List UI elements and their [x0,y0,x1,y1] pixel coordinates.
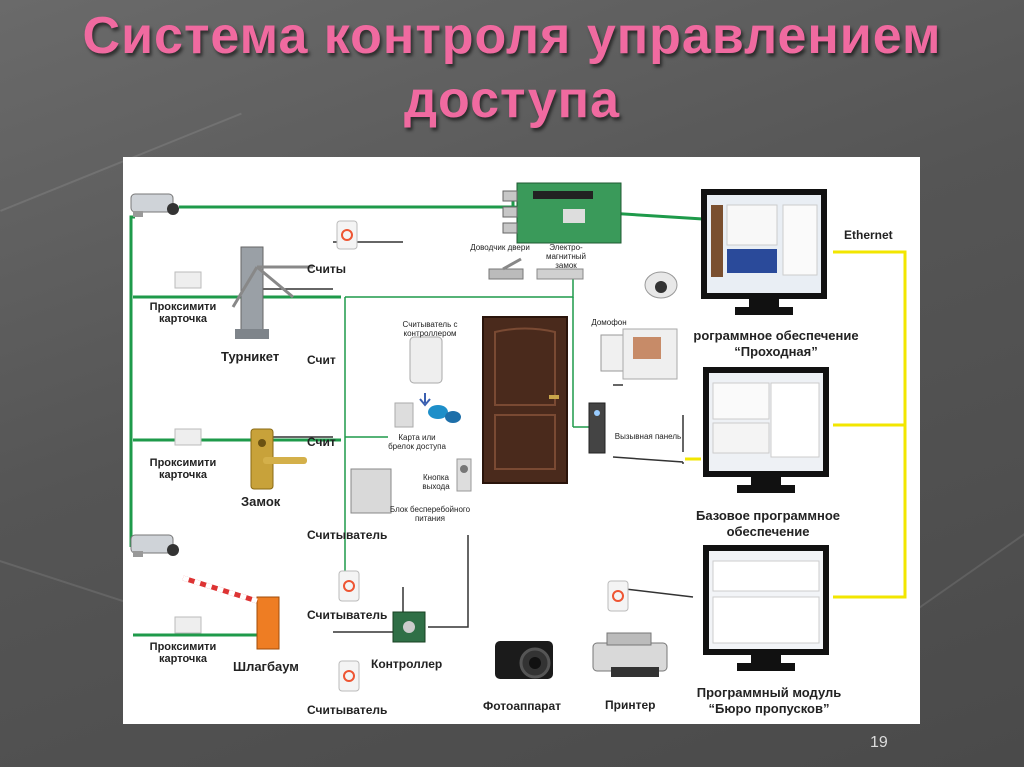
reader-controller-icon [394,336,461,428]
ups-label: Блок бесперебойного питания [389,505,471,523]
magnetic-lock-label: Электро-магнитный замок [545,243,587,270]
door-icon [482,316,568,484]
barrier-label: Шлагбаум [233,659,299,674]
ethernet-label: Ethernet [844,228,893,242]
diagram-panel: Проксимити карточка Проксимити карточка … [123,157,920,724]
access-controller-board-icon [502,182,622,244]
base-software-line1: Базовое программное [696,508,840,523]
barrier-icon [182,575,280,650]
turnstile-label: Турникет [221,349,280,364]
turnstile-icon [231,246,313,339]
proximity-card-icon [174,271,202,634]
base-software-line2: обеспечение [726,524,810,539]
reader-label-2: Считыватель [307,608,388,622]
exit-button-icon [456,458,472,492]
card-label-1: Проксимити карточка [149,301,217,325]
photo-camera-icon [495,641,553,679]
slide-title-line2: доступа [403,71,620,129]
software-pass-line1: рограммное обеспечение [693,328,859,343]
green-thin-links [344,277,593,572]
reader-partial-label-3: Счит [307,435,336,449]
reader-label-3: Считыватель [307,703,388,717]
photo-camera-label: Фотоаппарат [483,699,562,713]
reader-icons [336,220,629,692]
dome-camera-icon [644,271,678,299]
software-pass-line2: “Проходная” [734,344,818,359]
slide-title: Система контроля управлением доступа [0,4,1024,132]
cctv-camera-icon-2 [130,534,179,557]
diagram-svg [129,182,907,692]
magnetic-lock-icon [536,268,584,280]
page-number: 19 [870,734,888,751]
printer-icon [592,632,668,677]
module-line1: Программный модуль [696,685,842,700]
module-line2: “Бюро пропусков” [708,701,830,716]
door-closer-icon [488,257,524,280]
exit-button-label: Кнопка выхода [422,473,450,491]
card-fob-label: Карта или брелок доступа [388,433,446,451]
reader-label-1: Считыватель [307,528,388,542]
lock-label: Замок [241,494,281,509]
card-label-3: Проксимити карточка [149,641,217,665]
monitor-icon-2 [703,367,829,493]
card-label-2: Проксимити карточка [149,457,217,481]
cctv-camera-icon [130,193,179,217]
controller-label: Контроллер [371,657,443,671]
printer-label: Принтер [605,698,656,712]
module-label: Программный модуль “Бюро пропусков” [679,685,859,717]
reader-partial-label-2: Счит [307,353,336,367]
reader-controller-label: Считыватель с контроллером [402,320,458,338]
controller-board-icon [392,611,426,643]
door-lock-icon [250,428,307,490]
ups-icon [350,468,392,514]
reader-partial-label: Считы [307,262,346,276]
door-closer-label: Доводчик двери [470,243,530,252]
intercom-label: Домофон [591,318,627,327]
monitor-icon-3 [703,545,829,671]
ethernet-lines [685,250,907,599]
green-links [129,194,704,637]
slide-title-line1: Система контроля управлением [82,7,942,65]
intercom-icon [600,328,678,380]
call-panel-icon [588,402,606,454]
monitor-icon-1 [701,189,827,315]
software-pass-label: рограммное обеспечение “Проходная” [691,328,861,360]
base-software-label: Базовое программное обеспечение [683,508,853,540]
call-panel-label: Вызывная панель [614,432,682,441]
